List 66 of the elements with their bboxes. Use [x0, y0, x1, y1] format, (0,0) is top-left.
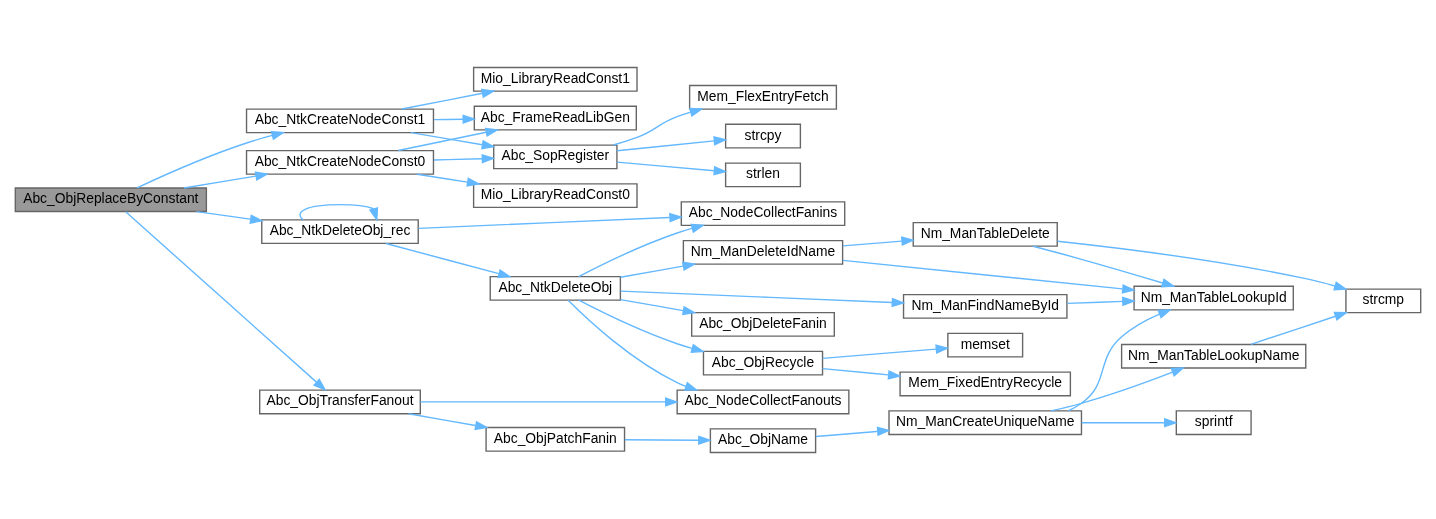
node-box: Abc_SopRegister: [493, 143, 618, 169]
node-box: Mio_LibraryReadConst1: [472, 66, 638, 92]
arrow: [407, 412, 489, 430]
arrow: [578, 223, 706, 277]
node-box: Nm_ManFindNameById: [902, 293, 1068, 319]
node-box: Abc_NodeCollectFanouts: [676, 388, 850, 414]
arrow: [417, 212, 684, 229]
node-box: Abc_ObjDeleteFanin: [691, 311, 835, 337]
arrow: [842, 235, 916, 247]
node-box: Nm_ManTableDelete: [912, 221, 1058, 247]
node-box: Abc_ObjPatchFanin: [485, 426, 626, 452]
node-box: Abc_NtkCreateNodeConst0: [245, 149, 435, 175]
node-box: Nm_ManDeleteIdName: [682, 239, 844, 265]
arrow: [616, 160, 728, 175]
arrow: [1067, 308, 1172, 412]
node-box: sprintf: [1175, 409, 1252, 435]
arrow: [619, 298, 697, 315]
arrow: [433, 113, 477, 124]
arrow: [419, 396, 679, 407]
node-box: strcpy: [724, 123, 802, 149]
node-box: Abc_NodeCollectFanins: [680, 200, 846, 226]
arrow: [821, 367, 902, 380]
node-box: Abc_ObjRecycle: [702, 350, 824, 376]
arrow: [401, 88, 496, 110]
arrow: [410, 131, 496, 149]
node-box: Nm_ManTableLookupName: [1120, 343, 1307, 369]
node-box: Abc_FrameReadLibGen: [473, 105, 637, 131]
arrow: [433, 153, 496, 164]
arrow: [1081, 417, 1178, 428]
arrow: [385, 242, 512, 278]
arrow: [567, 299, 699, 391]
arrow: [125, 210, 327, 391]
arrow: [624, 434, 712, 445]
arrow: [821, 343, 950, 359]
node-box: Mem_FlexEntryFetch: [688, 84, 838, 110]
arrow: [616, 135, 728, 151]
arrow: [619, 260, 697, 278]
arrow: [1250, 311, 1349, 345]
node-box: Abc_ObjName: [709, 427, 817, 453]
arrow: [1056, 240, 1348, 291]
arrow: [183, 170, 270, 189]
arrow: [1032, 245, 1176, 287]
arrow: [136, 130, 286, 189]
node-box: Mio_LibraryReadConst0: [472, 182, 638, 208]
arrow: [397, 127, 500, 151]
node-box: Abc_ObjReplaceByConstant: [14, 186, 208, 212]
arrow: [619, 289, 906, 307]
arrow: [612, 107, 704, 146]
arrow: [1050, 366, 1186, 412]
arrow: [1066, 296, 1136, 306]
node-box: Nm_ManTableLookupId: [1133, 285, 1294, 311]
node-box: strcmp: [1345, 287, 1422, 313]
node-box: strlen: [724, 161, 802, 187]
node-box: memset: [947, 332, 1024, 358]
node-box: Abc_NtkDeleteObj_rec: [261, 218, 419, 244]
node-box: Nm_ManCreateUniqueName: [888, 409, 1083, 435]
arrow: [578, 299, 706, 353]
node-box: Abc_NtkCreateNodeConst1: [245, 107, 435, 133]
node-box: Mem_FixedEntryRecycle: [899, 370, 1072, 396]
arrow: [416, 173, 481, 187]
arrow: [195, 210, 264, 224]
node-box: Abc_ObjTransferFanout: [259, 388, 421, 414]
arrow: [815, 426, 891, 437]
arrow: [299, 203, 379, 222]
arrow: [842, 259, 1136, 294]
node-box: Abc_NtkDeleteObj: [489, 275, 622, 301]
